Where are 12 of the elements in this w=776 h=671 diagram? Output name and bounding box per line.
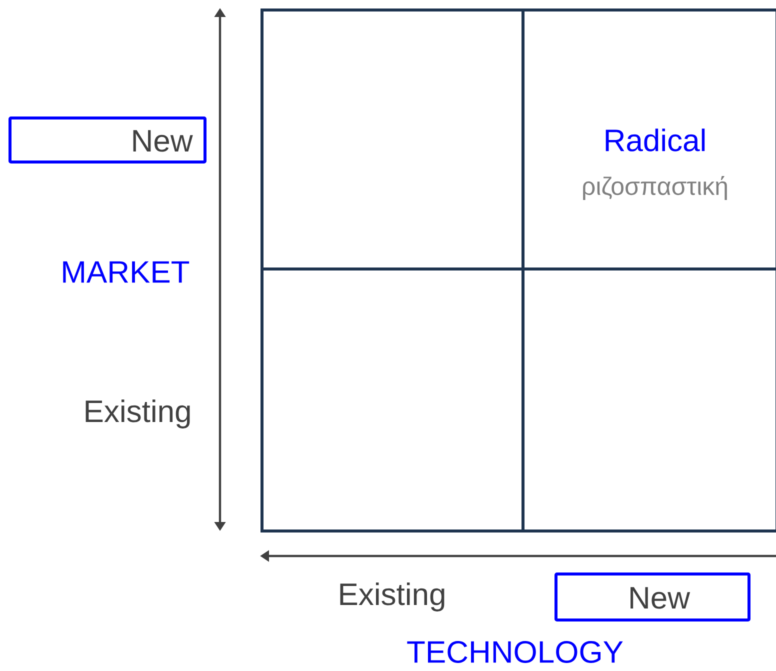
axis-title: TECHNOLOGY (407, 641, 623, 663)
axis-value: Existing (86, 400, 190, 428)
axis-value: Existing (340, 582, 444, 612)
axis-title: MARKET (63, 261, 190, 283)
axis-value-box: New (8, 116, 206, 164)
quadrant-title: Radical (606, 128, 705, 152)
quadrant-cell (260, 8, 524, 270)
quadrant-cell (260, 268, 524, 532)
quadrant-subtitle: ριζοσπαστική (583, 176, 727, 200)
quadrant-cell (522, 8, 776, 270)
axis-value-box: New (554, 572, 750, 622)
quadrant-cell (522, 268, 776, 532)
